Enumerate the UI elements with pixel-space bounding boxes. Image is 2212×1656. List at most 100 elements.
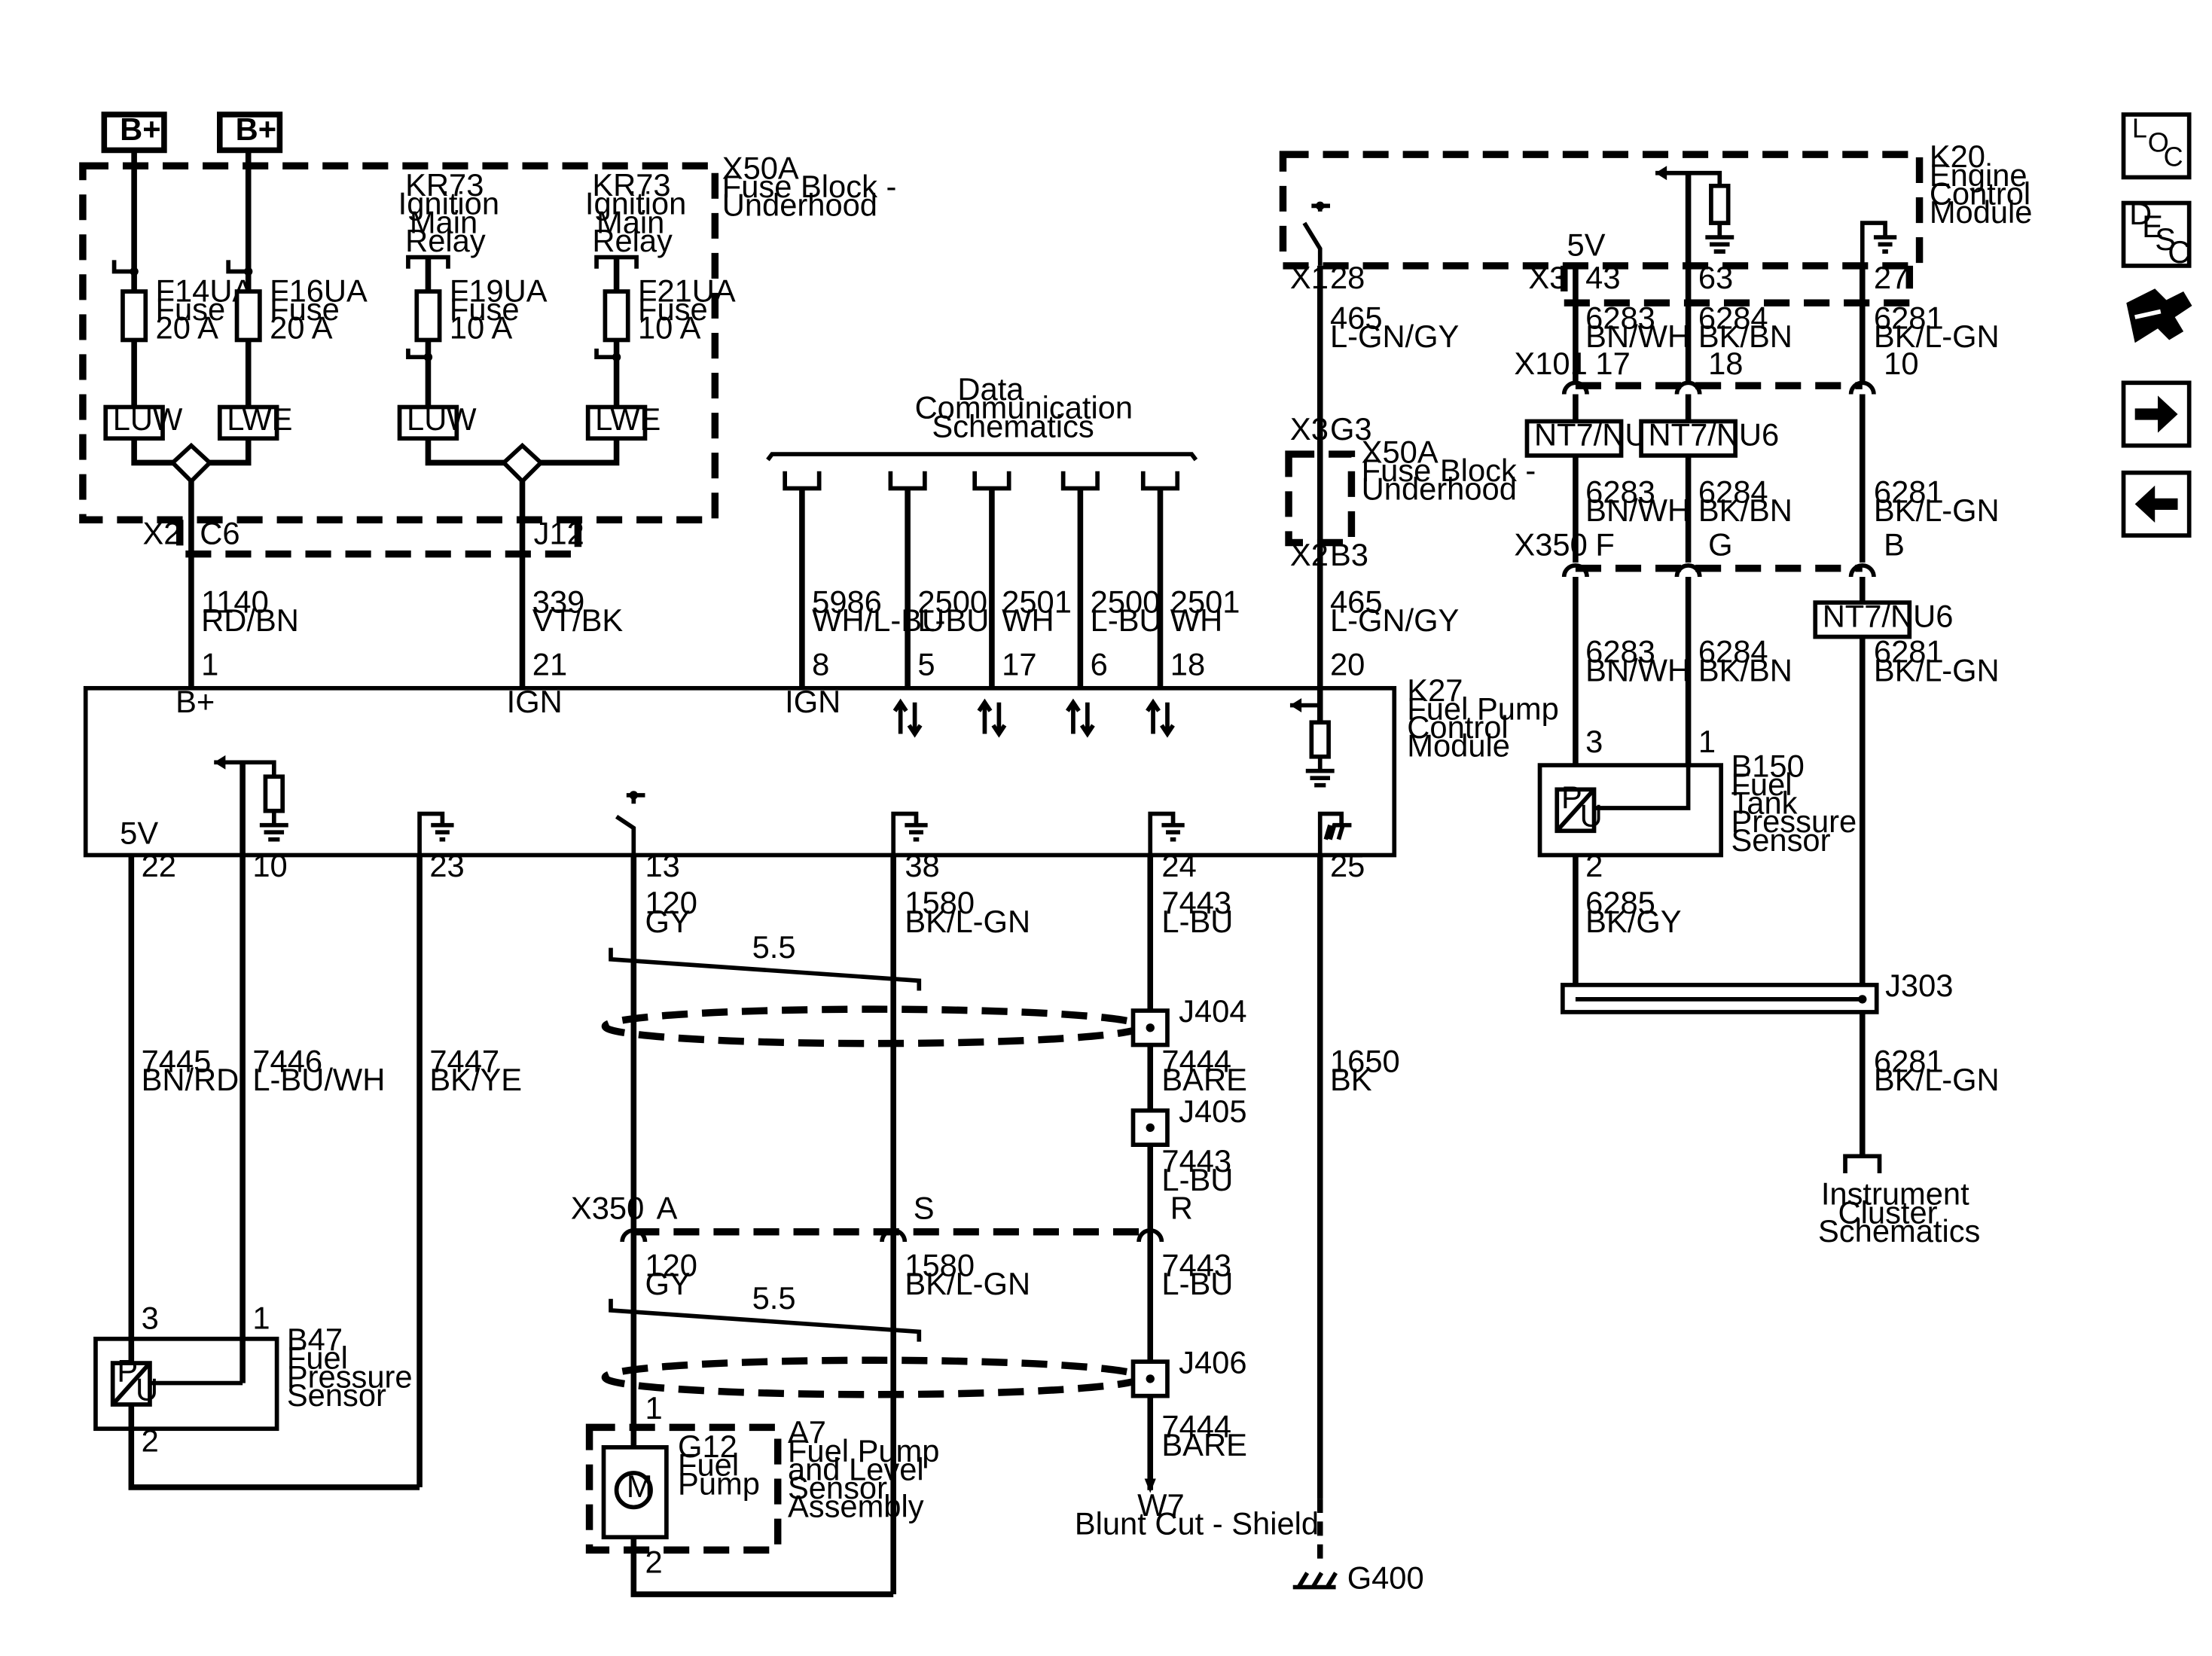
shield-wire-labels: 7443 L-BU 7444 BARE 7443 L-BU 7443 L-BU … [1161,885,1246,1462]
fuse-f21ua [603,289,630,343]
x50a-name: X50A [722,150,799,185]
svg-text:BK/L-GN: BK/L-GN [1874,652,2000,688]
svg-text:BN/WH: BN/WH [1585,493,1690,528]
option-box [1524,419,1624,458]
fuse-f16ua [234,289,262,343]
svg-text:L-BU: L-BU [1161,904,1233,939]
fuse-label: Fuse [638,291,708,327]
b-plus-supply-2: B+ [217,111,283,154]
lug-box [217,404,279,441]
svg-text:Main: Main [596,204,664,239]
connector-label: X2 [1290,537,1329,572]
pin-label: 18 [1708,346,1743,381]
pin-label: C6 [200,515,240,550]
svg-text:NT7/NU6: NT7/NU6 [1823,598,1954,633]
svg-text:GY: GY [645,1266,690,1301]
k27-5v-label: 5V [120,815,158,850]
pin-label: B3 [1330,537,1368,572]
connector-label: X350 [571,1191,644,1226]
g12-label: Fuel [678,1447,739,1483]
x50a-fuse-block-outline [79,162,719,523]
svg-text:X50A: X50A [1362,434,1439,469]
svg-text:KR73: KR73 [592,167,670,203]
previous-arrow-button[interactable] [2121,470,2192,538]
svg-text:465: 465 [1330,584,1383,619]
next-arrow-button[interactable] [2121,380,2192,448]
svg-text:BARE: BARE [1161,1062,1246,1097]
fuse-rating: 10 A [450,310,513,346]
loc-letter-l: L [2132,112,2147,143]
svg-text:7443: 7443 [1161,1247,1231,1282]
lug-label: LUW [113,401,183,437]
k20-wire-labels-2: 6283 BN/WH 6284 BK/BN 6281 BK/L-GN [1585,474,1999,528]
relay-label-1: KR73 Ignition Main Relay [398,167,499,258]
k20-label: Control [1930,175,2030,211]
svg-text:1140: 1140 [201,584,269,619]
svg-text:BN/RD: BN/RD [142,1062,240,1097]
svg-text:10: 10 [252,848,287,883]
k27-bottom-pin-labels: 22 10 23 13 38 24 25 [142,848,1365,883]
splice-label: J404 [1179,993,1246,1029]
w7-label: Blunt Cut - Shield [1075,1505,1319,1541]
desc-letter-e: E [2142,209,2163,244]
b-plus-supply-1: B+ [101,111,167,154]
instrument-cluster-link: Instrument [1821,1176,1969,1212]
svg-text:38: 38 [905,848,939,883]
motor-icon [614,1471,653,1510]
data-comm-label: Communication [915,390,1133,425]
twist-rate-label: 5.5 [752,929,796,965]
k20-module-outline [1279,151,1924,270]
k27-bplus-label: B+ [175,684,215,719]
fuse-rating: 10 A [638,310,701,346]
svg-text:24: 24 [1161,848,1196,883]
svg-text:1: 1 [201,647,218,682]
svg-text:BK/L-GN: BK/L-GN [1874,319,2000,354]
svg-text:6284: 6284 [1698,300,1768,335]
fuse-label: Fuse [156,291,226,327]
k20-wire-labels-1: 6283 BN/WH 6284 BK/BN 6281 BK/L-GN [1585,300,1999,354]
svg-text:WH: WH [1170,602,1222,638]
svg-text:L-BU: L-BU [1161,1266,1233,1301]
pin-label: G [1708,527,1732,563]
svg-text:L-BU: L-BU [917,602,989,638]
pin-label: F [1595,527,1614,563]
svg-text:7443: 7443 [1161,885,1231,920]
a7-assembly-outline [585,1423,782,1554]
loc-button[interactable]: L O C [2121,112,2192,180]
x50a-desc: Fuse Block - [722,169,897,204]
svg-text:Main: Main [410,204,477,239]
fuse-rating: 20 A [156,310,219,346]
wire-color: BK/GY [1585,904,1681,939]
k20-label: Module [1930,194,2033,230]
b47-sensor-box [93,1337,279,1432]
svg-text:21: 21 [532,647,567,682]
data-comm-label: Data [957,371,1024,407]
connector-label: X3 [1290,411,1329,447]
pump-wire-labels: 120 GY 1580 BK/L-GN 120 GY 1580 BK/L-GN [645,885,1030,1301]
pin-label: A [657,1191,678,1226]
fuse-name: F21UA [638,273,736,308]
svg-text:7444: 7444 [1161,1044,1231,1079]
svg-text:7447: 7447 [429,1044,499,1079]
svg-text:NT7/NU6: NT7/NU6 [1649,417,1780,453]
connector-view-icon[interactable] [2126,288,2192,343]
svg-text:20: 20 [1330,647,1365,682]
b47-name: B47 [287,1322,343,1357]
desc-letter-c: C [2168,234,2190,270]
instrument-cluster-link: Cluster [1838,1194,1938,1230]
wire-color: BK/L-GN [1874,1062,2000,1097]
connector-label: X1 [1290,260,1329,295]
splice-label: J406 [1179,1344,1246,1380]
k27-name: K27 [1407,672,1463,708]
desc-button[interactable]: D E S C [2121,196,2192,270]
svg-text:7445: 7445 [142,1044,212,1079]
lower-left-wire-labels: 7445 BN/RD 7446 L-BU/WH 7447 BK/YE [142,1044,523,1098]
pin-label: 1 [252,1301,270,1336]
splice-diamond [169,442,213,485]
k27-label: Control [1407,709,1508,745]
svg-text:120: 120 [645,1247,697,1282]
g12-name: G12 [678,1429,737,1464]
instrument-cluster-link: Schematics [1818,1213,1980,1249]
svg-text:P: P [117,1353,138,1389]
